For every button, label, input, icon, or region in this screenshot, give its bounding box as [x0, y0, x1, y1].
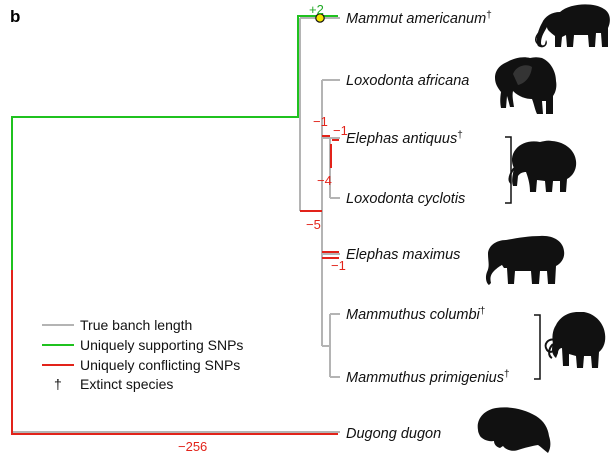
dugong-icon — [478, 407, 551, 453]
taxon-dugong-dugon: Dugong dugon — [346, 426, 441, 442]
supporting-path-proboscidea — [12, 16, 338, 270]
legend-label-true-length: True banch length — [80, 317, 192, 333]
taxon-loxodonta-cyclotis: Loxodonta cyclotis — [346, 191, 465, 207]
legend: True banch length Uniquely supporting SN… — [42, 317, 243, 392]
value-elephantidae-minus-5: −5 — [306, 217, 321, 232]
taxon-elephas-maximus: Elephas maximus — [346, 247, 460, 263]
value-clade-a-minus-4: −4 — [317, 173, 332, 188]
legend-label-conflicting: Uniquely conflicting SNPs — [80, 357, 240, 373]
value-dugong-minus-256: −256 — [178, 439, 207, 454]
taxon-mammuthus-primigenius: Mammuthus primigenius† — [346, 369, 510, 386]
african-elephant-icon — [495, 57, 556, 114]
supporting-snp-branches — [12, 16, 338, 270]
value-clade-a-minus-1: −1 — [313, 114, 328, 129]
mammoth-icon — [546, 312, 606, 368]
legend-label-supporting: Uniquely supporting SNPs — [80, 337, 243, 353]
forest-elephant-icon — [510, 141, 577, 192]
legend-label-extinct: Extinct species — [80, 376, 173, 392]
taxon-elephas-antiquus: Elephas antiquus† — [346, 130, 463, 147]
bracket-forest-elephants — [505, 137, 511, 203]
panel-label: b — [10, 7, 20, 26]
asian-elephant-icon — [486, 236, 564, 285]
bracket-mammoths — [534, 315, 540, 379]
legend-dagger-symbol: † — [54, 376, 62, 392]
taxon-mammut-americanum: Mammut americanum† — [346, 10, 492, 27]
taxon-loxodonta-africana: Loxodonta africana — [346, 73, 469, 89]
value-mammut-plus: +2 — [309, 2, 324, 17]
value-emaximus-minus-1: −1 — [331, 258, 346, 273]
mastodon-icon — [536, 4, 610, 47]
taxon-mammuthus-columbi: Mammuthus columbi† — [346, 306, 485, 323]
